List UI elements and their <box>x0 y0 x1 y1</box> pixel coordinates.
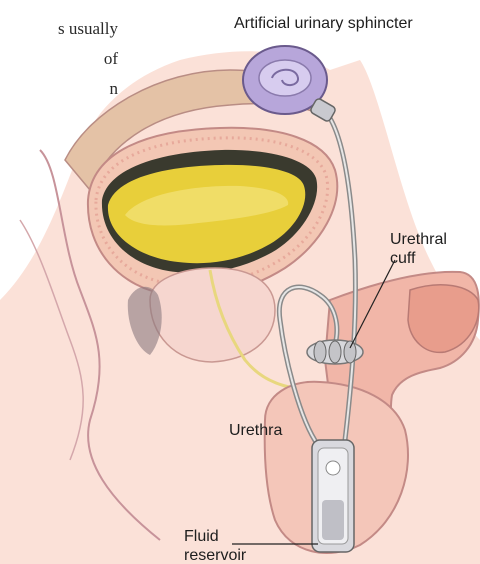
cropped-text-line-1: s usually <box>0 14 118 44</box>
label-artificial-urinary-sphincter: Artificial urinary sphincter <box>234 14 413 33</box>
label-fluid-reservoir-line-2: reservoir <box>184 546 274 564</box>
label-urethral-cuff-line-2: cuff <box>390 249 470 268</box>
label-urethral-cuff: Urethral cuff <box>390 230 470 268</box>
label-fluid-reservoir: Fluid reservoir <box>184 527 274 564</box>
label-fluid-reservoir-line-1: Fluid <box>184 527 274 546</box>
cropped-body-text: s usually of n <box>0 14 118 104</box>
cropped-text-line-2: of <box>0 44 118 74</box>
fluid-reservoir <box>312 440 354 552</box>
label-urethral-cuff-line-1: Urethral <box>390 230 470 249</box>
label-urethra: Urethra <box>229 421 282 440</box>
cropped-text-line-3: n <box>0 74 118 104</box>
urethral-cuff <box>307 340 363 364</box>
